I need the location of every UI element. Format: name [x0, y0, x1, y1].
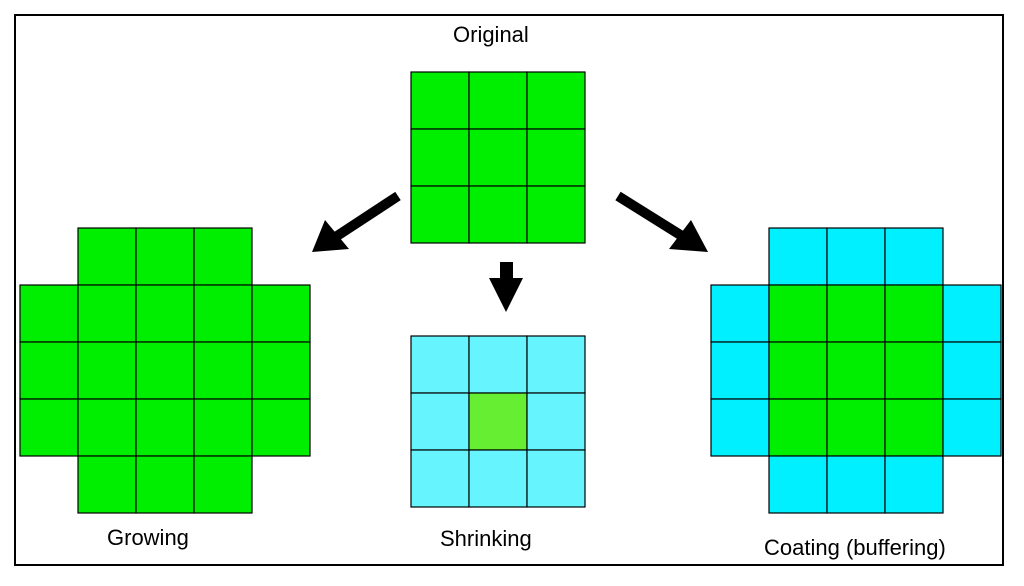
coating-cell-1-2 — [826, 284, 886, 343]
coating-cell-4-2 — [826, 455, 886, 514]
growing-cell-0-1 — [77, 227, 137, 286]
coating-cell-2-3 — [884, 341, 944, 400]
original-cell-1-1 — [468, 128, 528, 187]
growing-cell-3-0 — [19, 398, 79, 457]
shrinking-cell-0-0 — [410, 335, 470, 394]
coating-cell-2-0 — [710, 341, 770, 400]
original-cell-0-0 — [410, 71, 470, 130]
original-cell-0-2 — [526, 71, 586, 130]
growing-cell-2-0 — [19, 341, 79, 400]
coating-label: Coating (buffering) — [764, 535, 946, 560]
coating-cell-3-3 — [884, 398, 944, 457]
coating-cell-0-3 — [884, 227, 944, 286]
shrinking-cell-2-0 — [410, 449, 470, 508]
growing-cell-4-3 — [193, 455, 253, 514]
growing-cell-3-1 — [77, 398, 137, 457]
original-label: Original — [453, 22, 529, 47]
growing-cell-3-4 — [251, 398, 311, 457]
arrow-to-coating — [615, 191, 708, 252]
original-cell-0-1 — [468, 71, 528, 130]
coating-cell-0-2 — [826, 227, 886, 286]
original-cell-2-2 — [526, 185, 586, 244]
growing-cell-1-1 — [77, 284, 137, 343]
coating-cell-4-3 — [884, 455, 944, 514]
shrinking-grid — [410, 335, 586, 508]
coating-cell-3-2 — [826, 398, 886, 457]
growing-cell-2-1 — [77, 341, 137, 400]
shrinking-cell-0-2 — [526, 335, 586, 394]
growing-cell-2-4 — [251, 341, 311, 400]
growing-cell-4-2 — [135, 455, 195, 514]
arrow-to-growing — [312, 191, 401, 252]
growing-cell-2-2 — [135, 341, 195, 400]
original-cell-1-2 — [526, 128, 586, 187]
coating-cell-3-4 — [942, 398, 1002, 457]
coating-cell-2-4 — [942, 341, 1002, 400]
shrinking-label: Shrinking — [440, 526, 532, 551]
coating-cell-1-3 — [884, 284, 944, 343]
original-grid — [410, 71, 586, 244]
growing-cell-2-3 — [193, 341, 253, 400]
coating-cell-3-0 — [710, 398, 770, 457]
growing-cell-1-2 — [135, 284, 195, 343]
shrinking-cell-2-1 — [468, 449, 528, 508]
coating-cell-1-1 — [768, 284, 828, 343]
original-cell-2-0 — [410, 185, 470, 244]
growing-cell-1-0 — [19, 284, 79, 343]
growing-grid — [19, 227, 311, 514]
growing-cell-0-2 — [135, 227, 195, 286]
growing-cell-1-3 — [193, 284, 253, 343]
growing-cell-3-3 — [193, 398, 253, 457]
coating-cell-1-4 — [942, 284, 1002, 343]
shrinking-cell-1-2 — [526, 392, 586, 451]
original-cell-1-0 — [410, 128, 470, 187]
shrinking-cell-0-1 — [468, 335, 528, 394]
original-cell-2-1 — [468, 185, 528, 244]
shrinking-cell-1-1 — [468, 392, 528, 451]
coating-cell-3-1 — [768, 398, 828, 457]
coating-cell-2-1 — [768, 341, 828, 400]
arrow-to-shrinking — [489, 262, 523, 312]
growing-label: Growing — [107, 525, 189, 550]
growing-cell-1-4 — [251, 284, 311, 343]
shrinking-cell-2-2 — [526, 449, 586, 508]
coating-grid — [710, 227, 1002, 514]
coating-cell-4-1 — [768, 455, 828, 514]
growing-cell-0-3 — [193, 227, 253, 286]
growing-cell-4-1 — [77, 455, 137, 514]
growing-cell-3-2 — [135, 398, 195, 457]
coating-cell-2-2 — [826, 341, 886, 400]
shrinking-cell-1-0 — [410, 392, 470, 451]
coating-cell-0-1 — [768, 227, 828, 286]
coating-cell-1-0 — [710, 284, 770, 343]
